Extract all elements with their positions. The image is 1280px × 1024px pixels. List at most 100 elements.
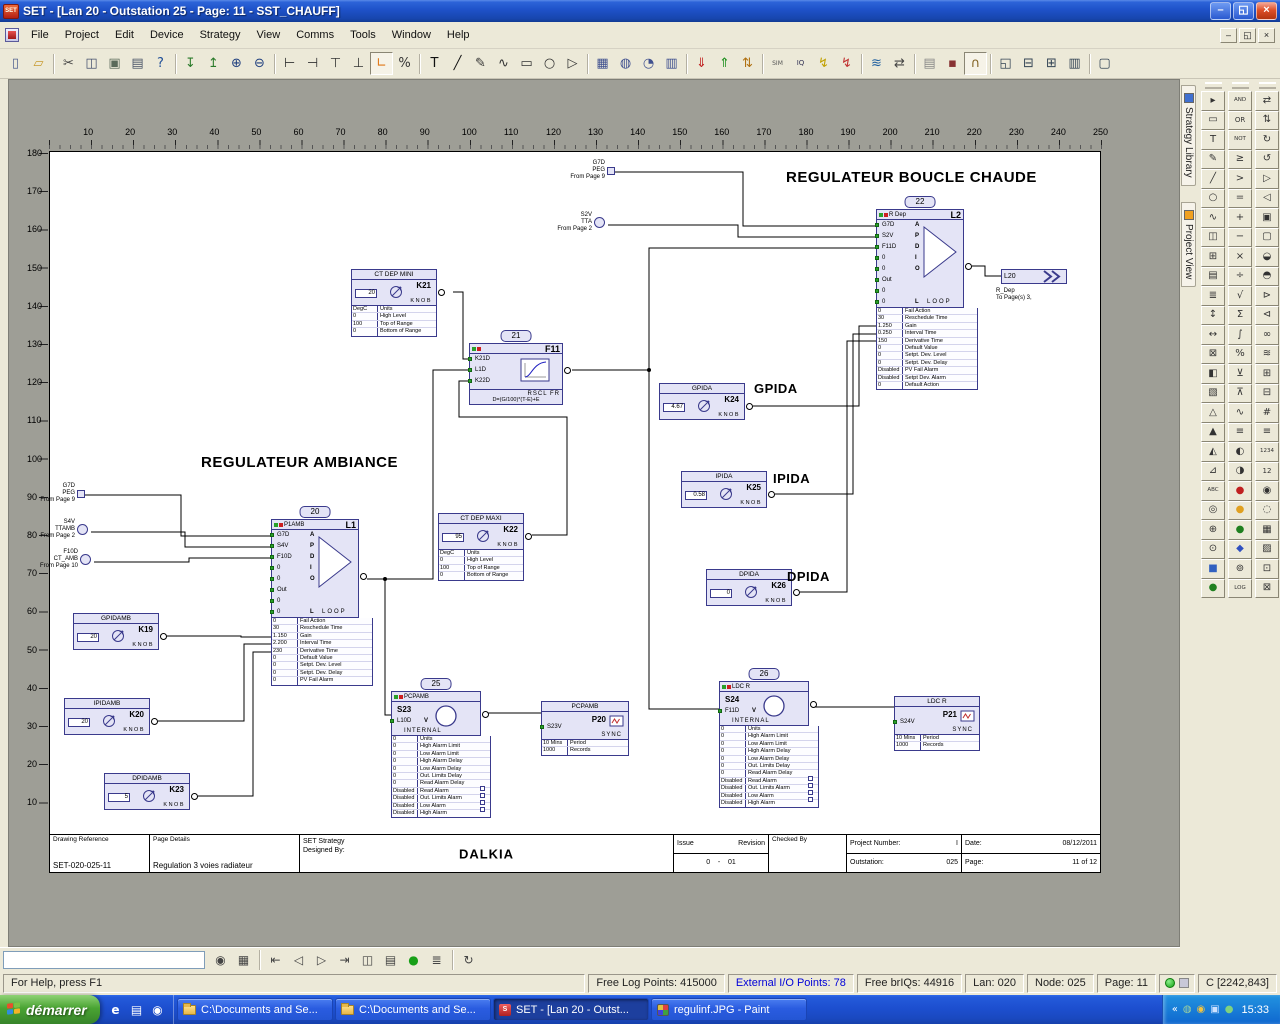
strategy-tool-button[interactable]: ◑	[1228, 461, 1252, 481]
strategy-tool-button[interactable]: √	[1228, 286, 1252, 306]
zoom-out-button[interactable]: ⊖	[248, 52, 271, 75]
align-left-button[interactable]: ⊢	[278, 52, 301, 75]
strategy-tool-button[interactable]: 1234	[1255, 442, 1279, 462]
menu-device[interactable]: Device	[149, 29, 184, 41]
align-top-button[interactable]: ⊤	[324, 52, 347, 75]
alarm-port[interactable]	[480, 793, 485, 799]
find-button[interactable]: ◉	[210, 949, 231, 970]
alarm-port[interactable]	[808, 776, 813, 782]
minimize-button[interactable]: –	[1210, 2, 1231, 20]
page-list-button[interactable]: ≣	[426, 949, 447, 970]
strategy-tool-button[interactable]: ∿	[1228, 403, 1252, 423]
strategy-tool-button[interactable]: ≡	[1255, 422, 1279, 442]
comms-view-button[interactable]: ⇄	[888, 52, 911, 75]
output-port[interactable]	[360, 573, 367, 580]
help-button[interactable]: ?	[149, 52, 172, 75]
tile-vertical-button[interactable]: ⊞	[1040, 52, 1063, 75]
output-port[interactable]	[191, 792, 198, 800]
strategy-tool-button[interactable]: =	[1228, 188, 1252, 208]
knob-value[interactable]: 4.67	[663, 403, 685, 412]
loop-input-row[interactable]: 0	[875, 286, 923, 297]
function-input-row[interactable]: K22D	[468, 376, 510, 387]
strategy-tool-button[interactable]: ●	[1228, 481, 1252, 501]
strategy-tool-button[interactable]: ⊙	[1201, 539, 1225, 559]
strategy-tool-button[interactable]: ∫	[1228, 325, 1252, 345]
input-port[interactable]	[718, 709, 722, 713]
knob-value[interactable]: 95	[442, 533, 464, 542]
strategy-tool-button[interactable]: ⊻	[1228, 364, 1252, 384]
notes-button[interactable]: ▤	[918, 52, 941, 75]
taskbar-window-paint[interactable]: regulinf.JPG - Paint	[651, 998, 807, 1021]
goto-grid-button[interactable]: ▦	[233, 949, 254, 970]
menu-view[interactable]: View	[256, 29, 281, 41]
input-port[interactable]	[875, 256, 879, 260]
restore-button[interactable]: ◱	[1233, 2, 1254, 20]
zoom-in-button[interactable]: ⊕	[225, 52, 248, 75]
knob-value[interactable]: 20	[77, 633, 99, 642]
chart-view-button[interactable]: ≋	[865, 52, 888, 75]
strategy-tool-button[interactable]: ▤	[1201, 266, 1225, 286]
strategy-tool-button[interactable]: ×	[1228, 247, 1252, 267]
output-port[interactable]	[482, 711, 489, 718]
menu-window[interactable]: Window	[391, 29, 431, 41]
taskbar-window-explorer[interactable]: C:\Documents and Se...	[177, 998, 333, 1021]
strategy-tool-button[interactable]: ◭	[1201, 442, 1225, 462]
tray-icon[interactable]: ◉	[1196, 1003, 1206, 1015]
strategy-tool-button[interactable]: ≡	[1228, 422, 1252, 442]
strategy-tool-button[interactable]: ▦	[1255, 520, 1279, 540]
page-upload-button[interactable]: ↥	[202, 52, 225, 75]
strategy-tool-button[interactable]: ▲	[1201, 422, 1225, 442]
input-port[interactable]	[270, 588, 274, 592]
strategy-tool-button[interactable]: ↻	[1255, 130, 1279, 150]
menu-help[interactable]: Help	[446, 29, 470, 41]
strategy-tool-button[interactable]: ⊕	[1201, 520, 1225, 540]
strategy-tool-button[interactable]: ⊞	[1255, 364, 1279, 384]
strategy-tool-button[interactable]: ◫	[1201, 227, 1225, 247]
drum-display-button[interactable]: ▥	[660, 52, 683, 75]
strategy-tool-button[interactable]: ▨	[1255, 539, 1279, 559]
menu-project[interactable]: Project	[64, 29, 99, 41]
input-port[interactable]	[270, 577, 274, 581]
strategy-tool-button[interactable]: LOG	[1228, 578, 1252, 598]
tab-project-view[interactable]: Project View	[1181, 201, 1196, 287]
strategy-tool-button[interactable]: ◓	[1255, 266, 1279, 286]
function-input-row[interactable]: K21D	[468, 354, 510, 365]
input-port[interactable]	[875, 300, 879, 304]
ellipse-tool-button[interactable]: ○	[538, 52, 561, 75]
output-port[interactable]	[793, 588, 800, 596]
download-strategy-button[interactable]: ⇓	[690, 52, 713, 75]
strategy-tool-button[interactable]: ○	[1201, 188, 1225, 208]
strategy-tool-button[interactable]: ≣	[1201, 286, 1225, 306]
strategy-tool-button[interactable]: ◧	[1201, 364, 1225, 384]
tray-icon[interactable]: ●	[1224, 1003, 1234, 1015]
strategy-tool-button[interactable]: △	[1201, 403, 1225, 423]
rotate-button[interactable]: ↻	[458, 949, 479, 970]
strategy-tool-button[interactable]: ⊳	[1255, 286, 1279, 306]
knob-value[interactable]: 20	[355, 289, 377, 298]
copy-button[interactable]: ◫	[80, 52, 103, 75]
strategy-tool-button[interactable]: ●	[1228, 500, 1252, 520]
